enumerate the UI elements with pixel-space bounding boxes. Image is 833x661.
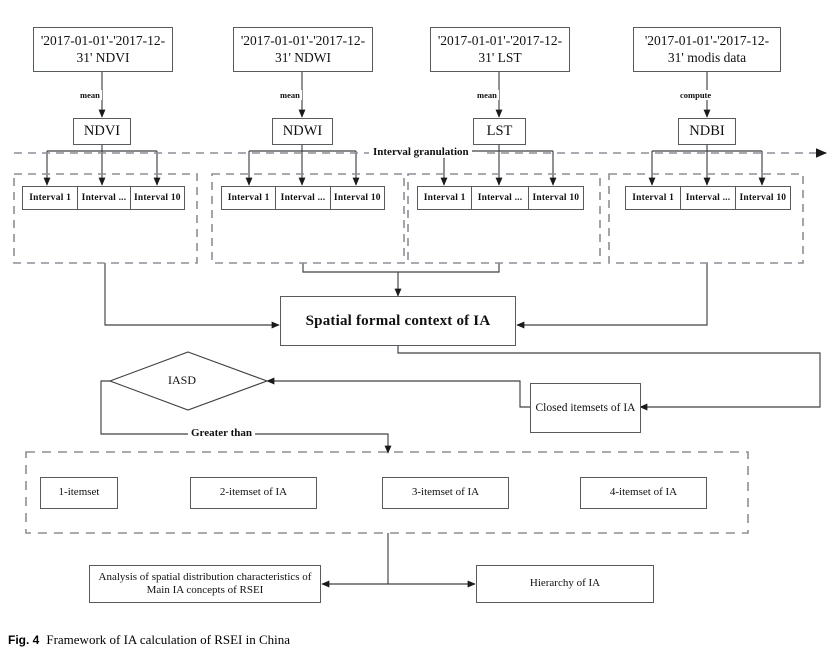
interval-cell[interactable]: Interval 10	[333, 193, 381, 203]
ndwi-index-box[interactable]: NDWI	[272, 118, 333, 145]
iasd-diamond	[108, 351, 269, 411]
edge-ndbi-group-to-context	[516, 263, 708, 329]
ndbi-interval-row: Interval 1 Interval ... Interval 10	[625, 186, 791, 210]
interval-granulation-label: Interval granulation	[370, 146, 472, 158]
interval-cell[interactable]: Interval 1	[23, 187, 79, 209]
modis-source-box[interactable]: '2017-01-01'-'2017-12-31' modis data	[633, 27, 781, 72]
ndvi-source-box[interactable]: '2017-01-01'-'2017-12-31' NDVI	[33, 27, 173, 72]
interval-cell[interactable]: Interval 10	[739, 193, 787, 203]
interval-cell[interactable]: Interval ...	[472, 187, 529, 209]
figure-caption-text: Framework of IA calculation of RSEI in C…	[46, 632, 291, 647]
itemset-3-box[interactable]: 3-itemset of IA	[382, 477, 509, 509]
edge-label-ndwi-mean: mean	[278, 90, 302, 100]
greater-than-label: Greater than	[188, 427, 255, 439]
itemset-4-box[interactable]: 4-itemset of IA	[580, 477, 707, 509]
closed-itemsets-box[interactable]: Closed itemsets of IA	[530, 383, 641, 433]
lst-source-box[interactable]: '2017-01-01'-'2017-12-31' LST	[430, 27, 570, 72]
edge-label-ndvi-mean: mean	[78, 90, 102, 100]
ndwi-source-box[interactable]: '2017-01-01'-'2017-12-31' NDWI	[233, 27, 373, 72]
interval-cell[interactable]: Interval 1	[418, 187, 473, 209]
itemset-2-box[interactable]: 2-itemset of IA	[190, 477, 317, 509]
figure-caption: Fig. 4 Framework of IA calculation of RSE…	[8, 632, 290, 648]
interval-cell[interactable]: Interval 10	[532, 193, 580, 203]
edge-ndvi-group-to-context	[104, 263, 280, 329]
interval-cell[interactable]: Interval ...	[78, 187, 131, 209]
edge-label-lst-mean: mean	[475, 90, 499, 100]
interval-cell[interactable]: Interval 1	[626, 187, 682, 209]
edge-closed-to-iasd	[266, 377, 530, 408]
lst-interval-row: Interval 1 Interval ... Interval 10	[417, 186, 584, 210]
ndwi-interval-row: Interval 1 Interval ... Interval 10	[221, 186, 385, 210]
edge-iasd-to-itemsets	[100, 380, 392, 454]
iasd-label: IASD	[168, 373, 197, 387]
figure-label: Fig. 4	[8, 633, 40, 647]
interval-cell[interactable]: Interval 1	[222, 187, 277, 209]
ndvi-interval-row: Interval 1 Interval ... Interval 10	[22, 186, 185, 210]
ndvi-index-box[interactable]: NDVI	[73, 118, 131, 145]
itemset-1-box[interactable]: 1-itemset	[40, 477, 118, 509]
edge-context-to-closed	[397, 345, 821, 411]
hierarchy-box[interactable]: Hierarchy of IA	[476, 565, 654, 603]
interval-cell[interactable]: Interval ...	[681, 187, 736, 209]
interval-cell[interactable]: Interval ...	[276, 187, 331, 209]
spatial-formal-context-box[interactable]: Spatial formal context of IA	[280, 296, 516, 346]
ndbi-index-box[interactable]: NDBI	[678, 118, 736, 145]
analysis-box[interactable]: Analysis of spatial distribution charact…	[89, 565, 321, 603]
lst-index-box[interactable]: LST	[473, 118, 526, 145]
interval-cell[interactable]: Interval 10	[133, 193, 181, 203]
edge-label-modis-compute: compute	[678, 90, 714, 100]
